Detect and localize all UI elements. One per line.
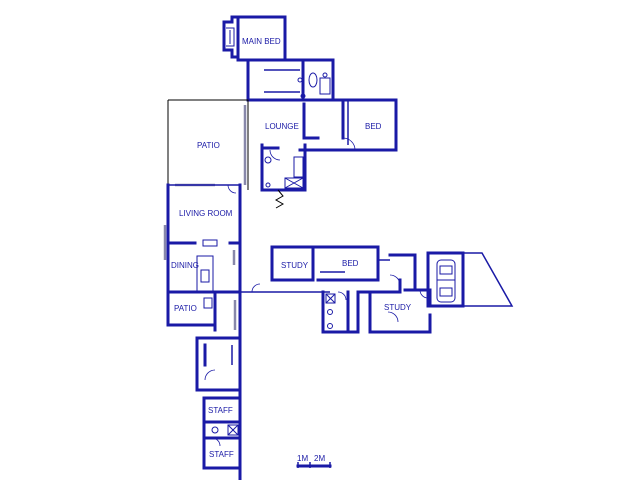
dining-label: DINING bbox=[171, 261, 199, 270]
study-east-block bbox=[321, 274, 432, 334]
staff-lower-label: STAFF bbox=[209, 450, 234, 459]
living-room-label: LIVING ROOM bbox=[179, 209, 233, 218]
staff-upper-label: STAFF bbox=[208, 406, 233, 415]
main-bed-room bbox=[222, 15, 287, 62]
scale-label-2m: 2M bbox=[314, 454, 325, 463]
lounge-label: LOUNGE bbox=[265, 122, 299, 131]
staff-quarters bbox=[202, 396, 242, 470]
scale-bar: 1M 2M bbox=[296, 454, 332, 468]
study-east-label: STUDY bbox=[384, 303, 412, 312]
utility-area bbox=[195, 336, 242, 392]
bathroom-2 bbox=[260, 148, 307, 209]
scale-label-1m: 1M bbox=[297, 454, 308, 463]
carport bbox=[426, 251, 514, 308]
study-west-label: STUDY bbox=[281, 261, 309, 270]
bed-east-room bbox=[298, 98, 398, 152]
patio-north-label: PATIO bbox=[197, 141, 220, 150]
bed-east-label: BED bbox=[365, 122, 382, 131]
study-bed-block bbox=[270, 245, 417, 292]
ensuite-bathroom bbox=[246, 58, 335, 102]
lounge-room bbox=[246, 98, 345, 192]
bed-middle-label: BED bbox=[342, 259, 359, 268]
corridor bbox=[233, 283, 330, 480]
patio-south-label: PATIO bbox=[174, 304, 197, 313]
main-bed-label: MAIN BED bbox=[242, 37, 281, 46]
